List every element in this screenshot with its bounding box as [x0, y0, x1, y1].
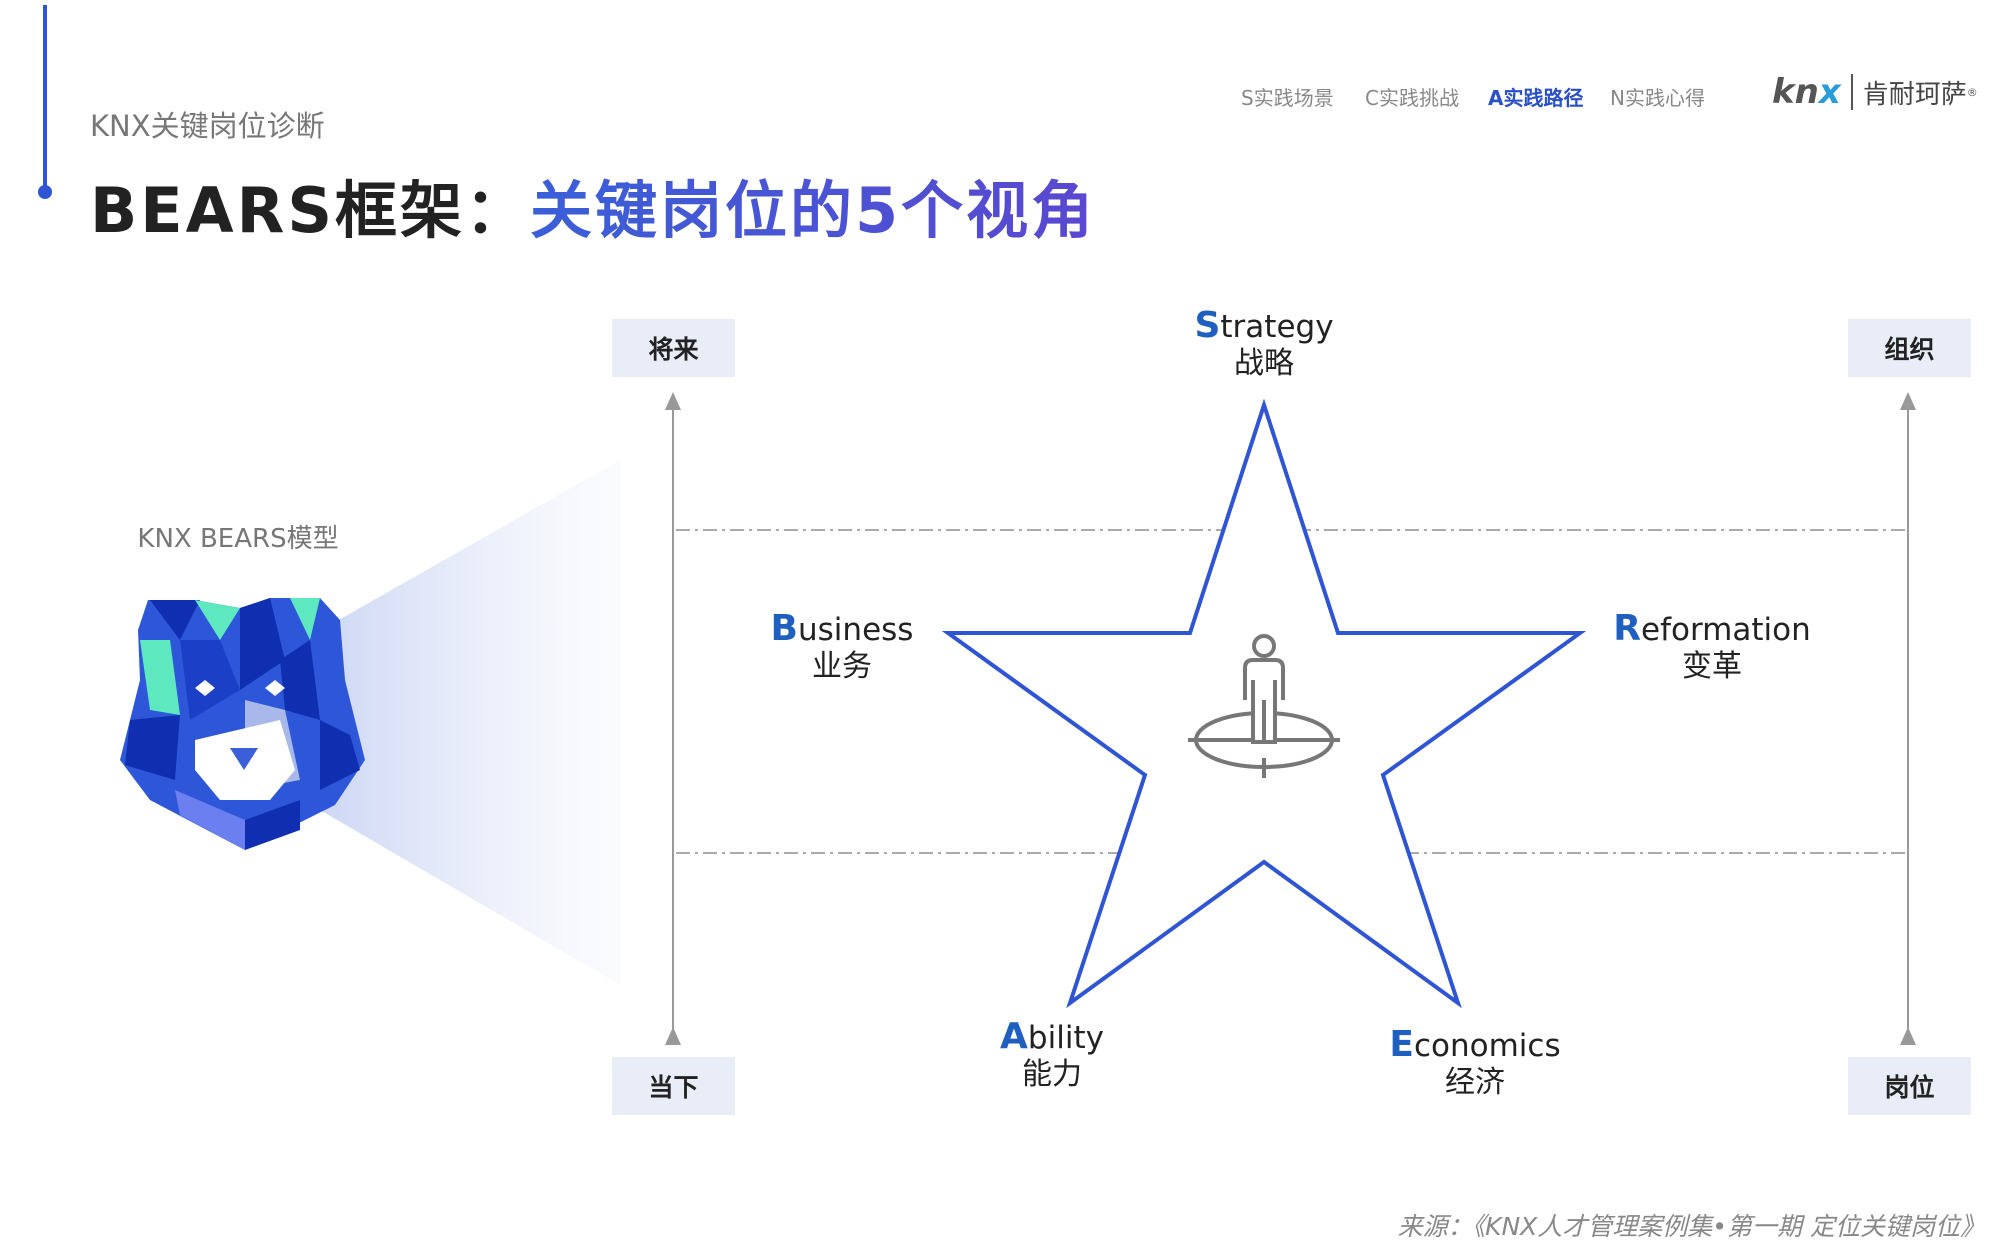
nav-s[interactable]: S实践场景	[1241, 86, 1334, 110]
light-beam	[320, 460, 620, 985]
accent-dot	[38, 185, 52, 199]
label-en: trategy	[1220, 309, 1334, 345]
logo-kn: kn	[1772, 72, 1819, 112]
label-cn: 业务	[811, 649, 872, 684]
label-cn: 变革	[1682, 649, 1742, 684]
axis-label-organization: 组织	[1848, 319, 1971, 377]
nav-c[interactable]: C实践挑战	[1365, 86, 1459, 110]
bear-logo	[120, 598, 365, 850]
label-en: conomics	[1413, 1028, 1561, 1064]
source-citation: 来源：《KNX人才管理案例集•第一期 定位关键岗位》	[1397, 1212, 1985, 1241]
logo-divider	[1850, 74, 1853, 110]
model-label: KNX BEARS模型	[137, 524, 339, 554]
nav-n[interactable]: N实践心得	[1610, 86, 1705, 110]
initial: B	[770, 608, 799, 649]
logo-cn: 肯耐珂萨	[1862, 79, 1967, 110]
title-prefix: BEARS框架：	[90, 174, 530, 247]
logo-x: x	[1818, 72, 1841, 112]
label-en: eformation	[1641, 612, 1811, 648]
accent-line	[43, 5, 47, 190]
knx-logo: knx 肯耐珂萨®	[1772, 72, 1978, 112]
title-highlight: 关键岗位的5个视角	[530, 174, 1097, 247]
nav-a[interactable]: A实践路径	[1488, 86, 1584, 110]
logo-registered: ®	[1966, 85, 1978, 99]
page-title: BEARS框架：关键岗位的5个视角	[90, 160, 1096, 250]
label-en: usiness	[798, 612, 914, 648]
initial: E	[1389, 1024, 1414, 1065]
axis-label-present: 当下	[612, 1057, 735, 1115]
label-cn: 经济	[1444, 1065, 1505, 1100]
label-cn: 能力	[1022, 1057, 1082, 1092]
initial: R	[1613, 608, 1641, 649]
axis-label-position: 岗位	[1848, 1057, 1971, 1115]
page-subtitle: KNX关键岗位诊断	[90, 109, 325, 143]
initial: A	[1000, 1016, 1028, 1057]
axis-label-future: 将来	[612, 319, 735, 377]
initial: S	[1194, 305, 1221, 346]
person-target-icon	[1188, 634, 1340, 778]
label-en: bility	[1027, 1020, 1104, 1056]
label-cn: 战略	[1234, 346, 1294, 381]
